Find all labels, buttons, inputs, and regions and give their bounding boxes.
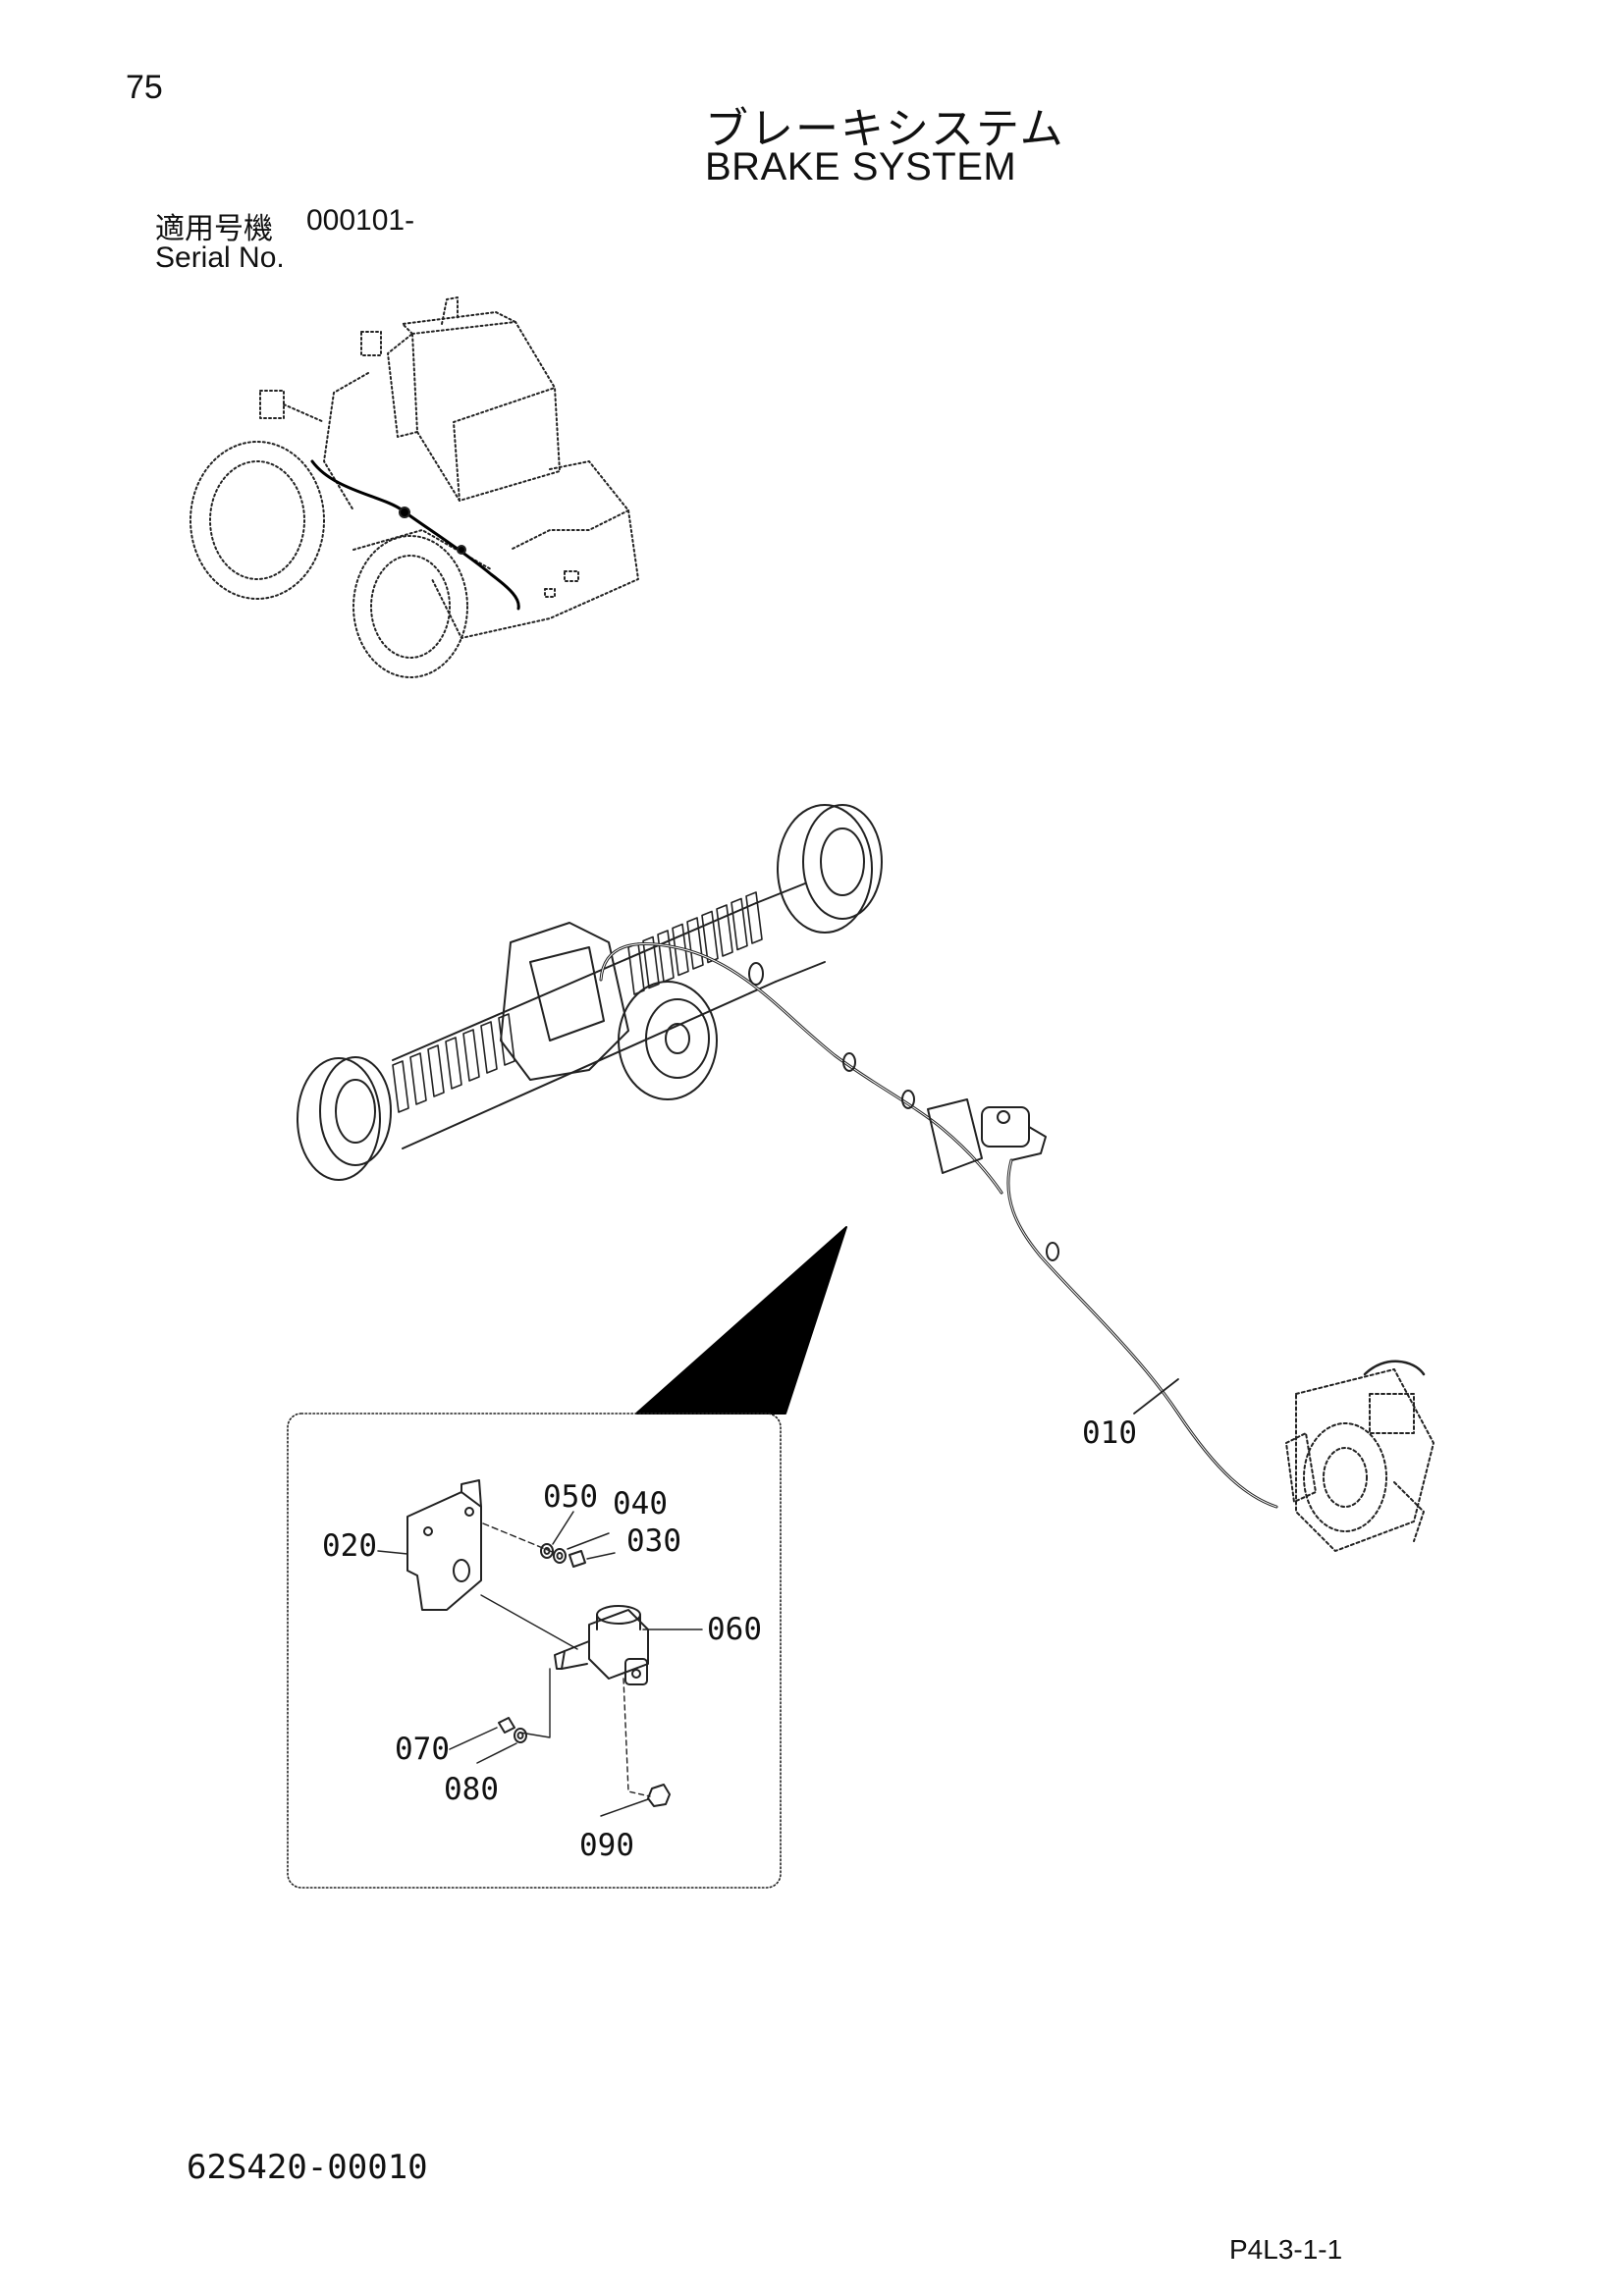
callout-leader-lines (377, 1511, 703, 1817)
bracket-illustration (406, 1479, 482, 1611)
machine-overview-illustration (189, 296, 639, 678)
drawing-number: 62S420-00010 (187, 2148, 428, 2187)
serial-number-value: 000101- (306, 204, 415, 237)
brake-line-illustration (599, 942, 1278, 1509)
detail-view-frame (287, 1413, 782, 1889)
detail-indicator-wedge (635, 1226, 847, 1415)
callout-labels: 010 020 030 040 050 060 070 080 090 (322, 1415, 1137, 1863)
serial-label-japanese: 適用号機 (155, 212, 273, 246)
page-code: P4L3-1-1 (1229, 2234, 1343, 2265)
callout-040: 040 (613, 1486, 668, 1522)
callout-030: 030 (626, 1523, 681, 1559)
hydraulic-pump-illustration (1285, 1368, 1435, 1552)
pump-hose-illustration (1363, 1360, 1426, 1376)
master-cylinder-illustration (554, 1605, 649, 1685)
serial-label-english: Serial No. (155, 241, 285, 274)
callout-080: 080 (444, 1772, 499, 1807)
axle-fins-illustration (392, 891, 763, 1113)
callout-070: 070 (395, 1732, 450, 1767)
axle-assembly-illustration (297, 804, 883, 1181)
page-title-english: BRAKE SYSTEM (705, 145, 1017, 188)
callout-090: 090 (579, 1828, 634, 1863)
callout-050: 050 (543, 1479, 598, 1515)
callout-010: 010 (1082, 1415, 1137, 1451)
callout-020: 020 (322, 1528, 377, 1564)
callout-060: 060 (707, 1612, 762, 1647)
page-title-japanese: ブレーキシステム (705, 104, 1065, 154)
page-number: 75 (126, 69, 163, 106)
